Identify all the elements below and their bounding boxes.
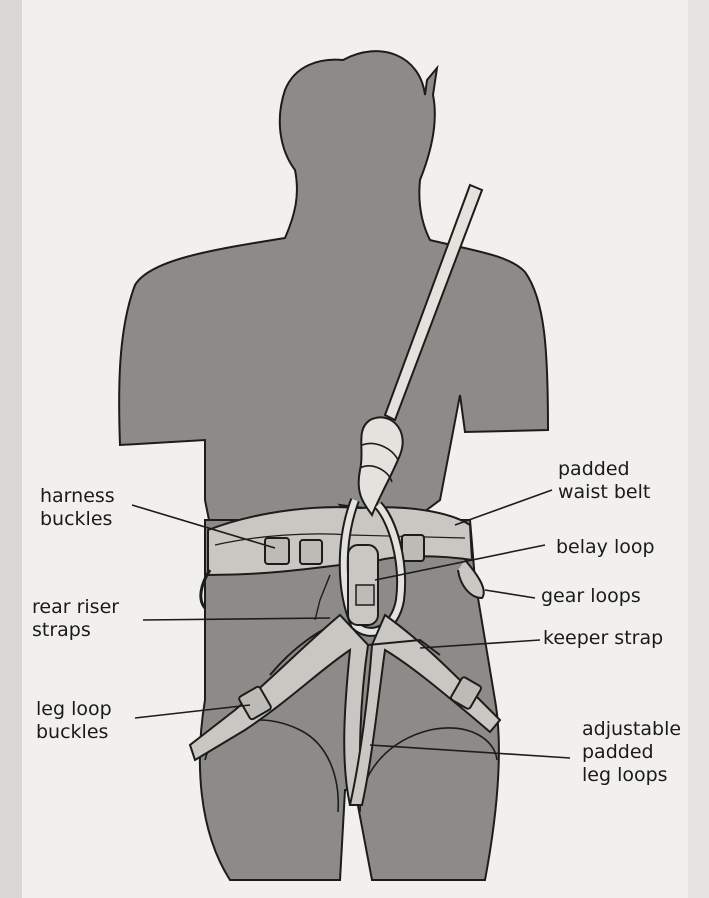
label-belay-loop: belay loop — [556, 536, 655, 559]
label-gear-loops: gear loops — [541, 585, 641, 608]
label-adjustable-padded-leg-loops: adjustable padded leg loops — [582, 718, 681, 787]
label-leg-loop-buckles: leg loop buckles — [36, 698, 112, 744]
label-padded-waist-belt: padded waist belt — [558, 458, 650, 504]
label-keeper-strap: keeper strap — [543, 627, 663, 650]
label-rear-riser-straps: rear riser straps — [32, 596, 119, 642]
label-harness-buckles: harness buckles — [40, 485, 115, 531]
